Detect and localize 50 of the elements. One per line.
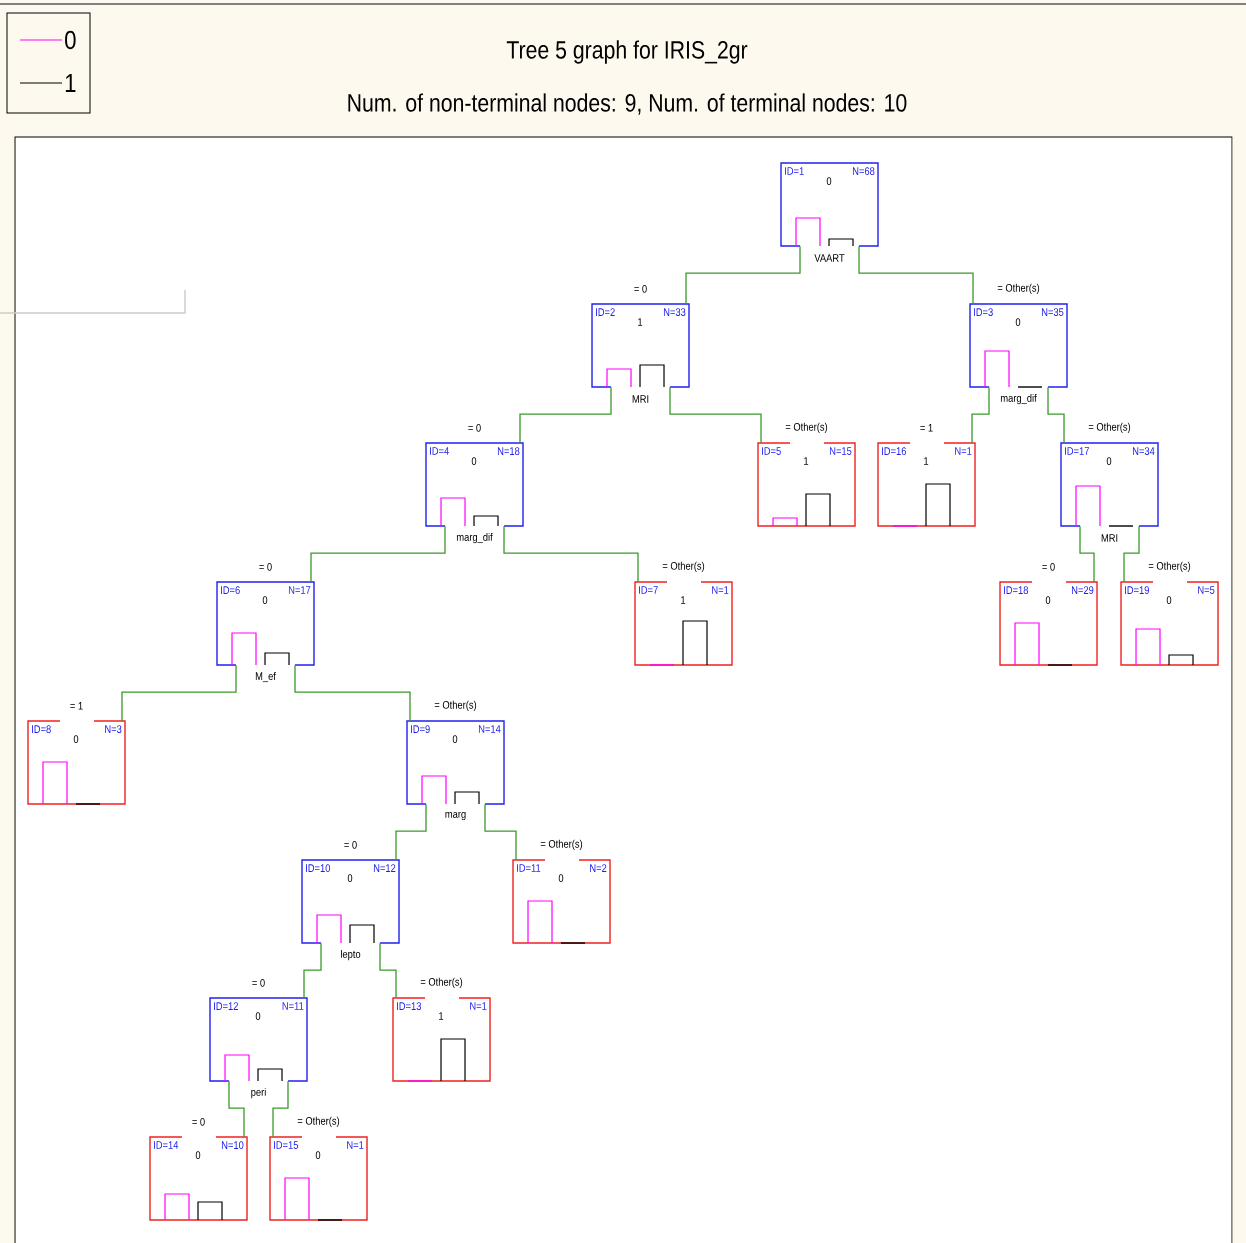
terminal-node: ID=16 1 N=1 xyxy=(877,442,976,527)
connector xyxy=(484,803,517,861)
split-node: ID=17 0 N=34 MRI xyxy=(1060,442,1159,542)
edge-label: = 0 xyxy=(190,1116,207,1127)
edge-label: = 0 xyxy=(632,283,649,294)
connector xyxy=(669,386,762,444)
connector xyxy=(1047,386,1065,444)
split-node: ID=12 0 N=11 peri xyxy=(209,997,308,1099)
split-node: ID=10 0 N=12 lepto xyxy=(301,859,400,961)
connector xyxy=(1123,525,1140,583)
split-node: ID=9 0 N=14 marg xyxy=(406,720,505,821)
terminal-node: ID=8 0 N=3 xyxy=(27,720,126,805)
edge-label: = 1 xyxy=(68,701,85,711)
connector xyxy=(395,803,427,861)
connector xyxy=(858,245,974,305)
terminal-node: ID=7 1 N=1 xyxy=(634,581,733,666)
edge-label: = 0 xyxy=(1040,561,1057,572)
legend-label: 0 xyxy=(65,30,76,50)
terminal-node: ID=13 1 N=1 xyxy=(392,997,491,1082)
connector xyxy=(272,1080,289,1138)
terminal-node: ID=14 0 N=10 xyxy=(149,1136,248,1221)
connector xyxy=(294,664,411,722)
connector xyxy=(121,664,237,722)
connector xyxy=(503,525,639,583)
edge-label: = 0 xyxy=(342,839,359,850)
connector xyxy=(379,942,397,999)
split-node: ID=2 1 N=33 MRI xyxy=(591,303,690,403)
connector xyxy=(685,245,801,305)
split-node: ID=4 0 N=18 marg_dif xyxy=(425,442,524,544)
edge-label: = 0 xyxy=(250,977,267,988)
connector xyxy=(310,525,446,583)
edge-label: = 0 xyxy=(466,422,483,433)
terminal-node: ID=5 1 N=15 xyxy=(757,442,856,527)
terminal-node: ID=15 0 N=1 xyxy=(269,1136,368,1221)
connector xyxy=(519,386,612,444)
title: Tree 5 graph for IRIS_2gr xyxy=(506,40,748,64)
connector xyxy=(228,1080,245,1138)
connector xyxy=(303,942,322,999)
subtitle: Num. of non-terminal nodes: 9, Num. of terminal nodes: 10 xyxy=(348,93,907,115)
terminal-node: ID=19 0 N=5 xyxy=(1120,581,1219,666)
edge-label: = 0 xyxy=(257,561,274,572)
terminal-node: ID=18 0 N=29 xyxy=(999,581,1098,666)
connector xyxy=(971,386,990,444)
split-node: ID=6 0 N=17 M_ef xyxy=(216,581,315,683)
connector xyxy=(1079,525,1095,583)
split-node: ID=3 0 N=35 marg_dif xyxy=(969,303,1068,405)
legend-label: 1 xyxy=(65,74,76,92)
edge-label: = 1 xyxy=(918,423,935,433)
split-node: ID=1 0 N=68 VAART xyxy=(780,162,879,262)
terminal-node: ID=11 0 N=2 xyxy=(512,859,611,944)
